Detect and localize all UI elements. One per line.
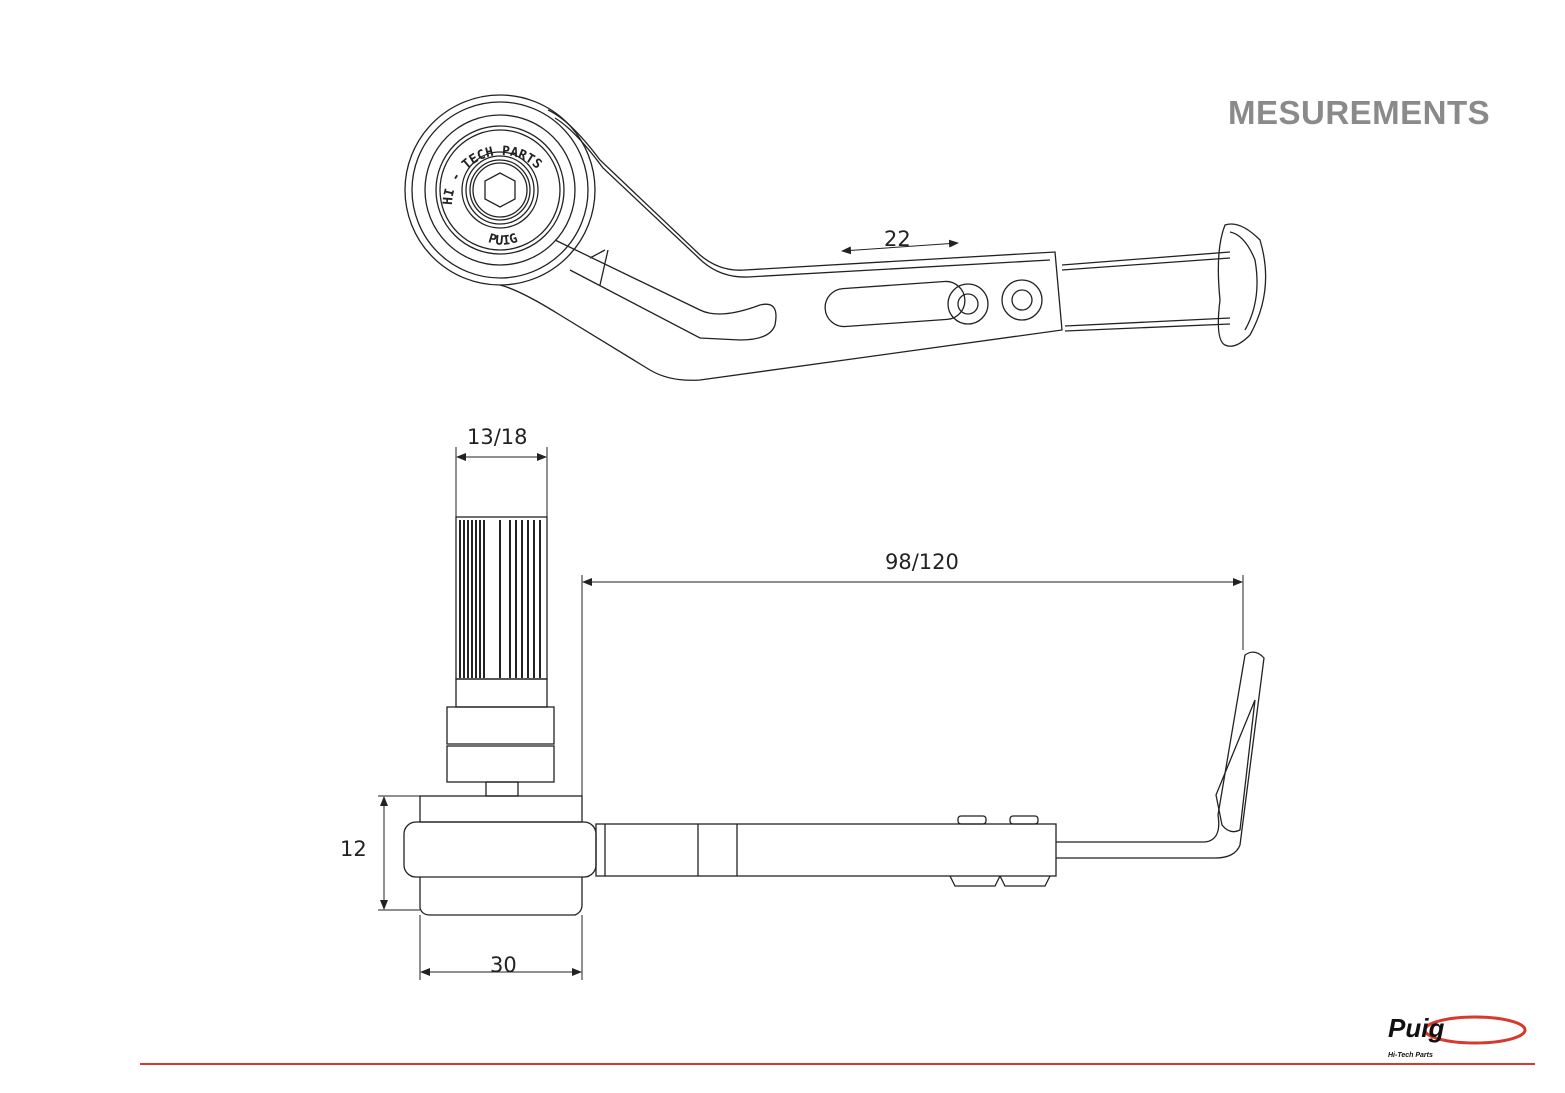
dimension-label-13-18: 13/18 (467, 425, 528, 449)
dimension-label-12: 12 (340, 837, 367, 861)
arm (595, 823, 1057, 877)
dimension-label-22: 22 (884, 227, 911, 251)
side-view-lever-guard (403, 516, 1265, 916)
page-title: MESUREMENTS (1228, 94, 1491, 131)
dimension-line-22 (841, 239, 959, 255)
dimension-label-30: 30 (490, 953, 517, 977)
guard-bar (1056, 651, 1265, 859)
adjustment-slot (824, 280, 966, 328)
bolt-icon (947, 283, 989, 325)
top-view-lever-guard: HI - TECH PARTS PUIG (404, 94, 1267, 381)
logo-swoosh (1423, 1015, 1527, 1045)
logo-tagline: Hi-Tech Parts (1388, 1052, 1433, 1059)
engraving-bottom: PUIG (487, 231, 520, 249)
hex-bolt-icon (484, 172, 516, 208)
bolt-icon (1001, 279, 1043, 321)
guard-end-cap (1217, 223, 1267, 347)
logo-brand: Puig (1388, 1013, 1444, 1043)
puig-logo: Puig Hi-Tech Parts (1388, 1013, 1527, 1059)
dimension-label-98-120: 98/120 (885, 550, 959, 574)
